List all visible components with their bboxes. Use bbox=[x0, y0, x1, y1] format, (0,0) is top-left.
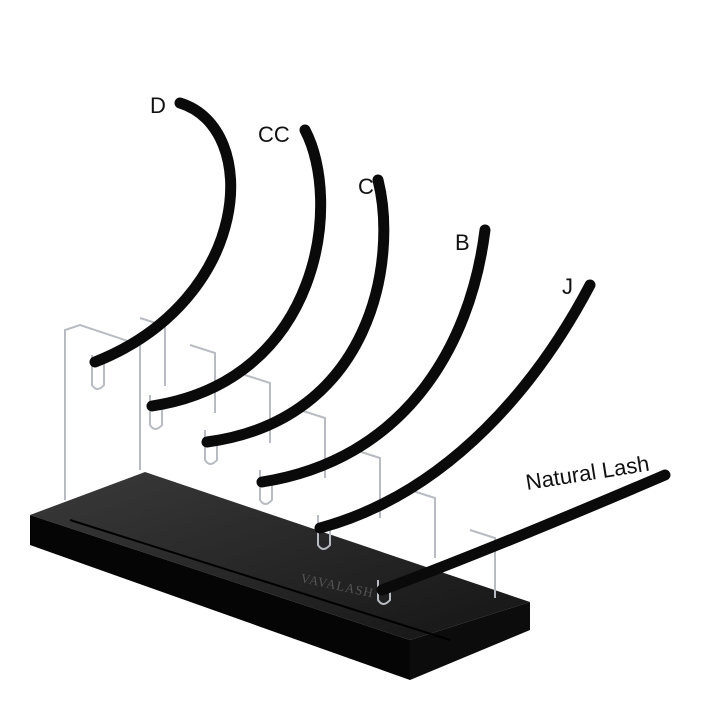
lash-natural bbox=[376, 469, 671, 596]
lash-cc bbox=[146, 124, 327, 412]
lash-b bbox=[256, 224, 491, 488]
lash-j bbox=[314, 279, 596, 534]
black-base bbox=[30, 472, 530, 680]
label-cc: CC bbox=[258, 122, 290, 147]
label-j: J bbox=[562, 274, 573, 299]
lash-d bbox=[89, 97, 237, 368]
label-d: D bbox=[150, 93, 166, 118]
lash-c bbox=[201, 174, 390, 448]
label-c: C bbox=[358, 174, 374, 199]
label-b: B bbox=[455, 230, 470, 255]
